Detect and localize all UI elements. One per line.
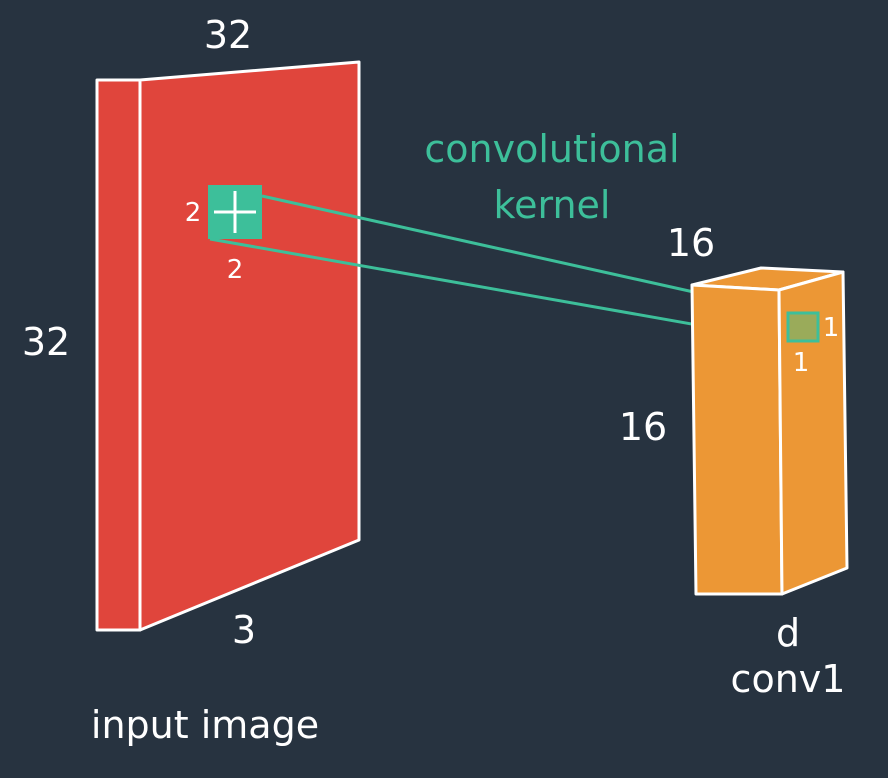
kernel-height-label: 2 — [227, 255, 244, 285]
conv1-height-label: 16 — [619, 405, 667, 449]
kernel-title-line2: kernel — [493, 183, 610, 227]
conv1-output-cell — [786, 311, 820, 343]
conv1-output-block — [690, 266, 849, 596]
conv1-cell-width-label: 1 — [823, 313, 840, 343]
input-block-side-face — [95, 78, 142, 632]
input-image-caption: input image — [91, 703, 319, 747]
conv1-front-face — [690, 283, 784, 596]
input-width-label: 32 — [204, 13, 252, 57]
input-image-block — [95, 60, 361, 632]
conv1-right-face — [777, 270, 849, 596]
input-height-label: 32 — [22, 320, 70, 364]
kernel-patch — [208, 185, 262, 239]
conv1-caption: conv1 — [731, 657, 846, 701]
kernel-title-line1: convolutional — [424, 127, 679, 171]
kernel-width-label: 2 — [185, 198, 202, 228]
conv1-width-label: 16 — [667, 221, 715, 265]
conv1-cell-height-label: 1 — [793, 348, 810, 378]
input-depth-label: 3 — [232, 608, 256, 652]
input-block-front-face — [138, 60, 361, 632]
conv1-depth-label: d — [776, 611, 800, 655]
